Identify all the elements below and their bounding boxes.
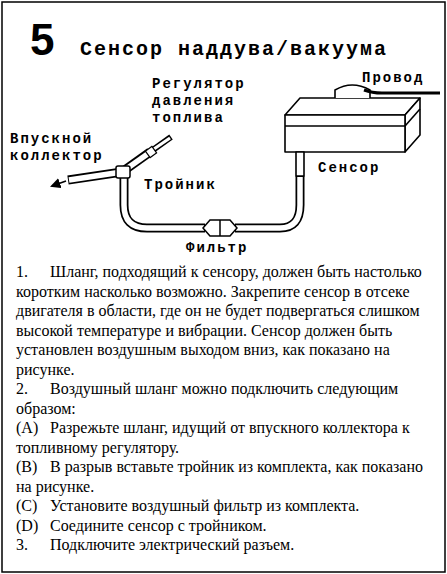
step-text: Подключите электрический разъем. xyxy=(50,536,294,553)
part-label: Провод xyxy=(362,70,424,87)
instruction-item: 1.Шланг, подходящий к сенсору, должен бы… xyxy=(16,262,434,379)
part-label: Регулятор давления топлива xyxy=(152,76,257,127)
step-text: В разрыв вставьте тройник из комплекта, … xyxy=(16,458,423,495)
sensor-body xyxy=(285,85,420,176)
step-text: Разрежьте шланг, идущий от впускного кол… xyxy=(16,419,410,456)
step-text: Воздушный шланг можно подключить следующ… xyxy=(16,380,398,417)
step-number: (D) xyxy=(16,516,50,536)
instruction-item: 2.Воздушный шланг можно подключить следу… xyxy=(16,379,434,418)
tee-fitting xyxy=(116,166,130,178)
instruction-item: (B)В разрыв вставьте тройник из комплект… xyxy=(16,457,434,496)
part-label: Фильтр xyxy=(186,240,248,257)
step-text: Шланг, подходящий к сенсору, должен быть… xyxy=(16,263,422,378)
fuel-regulator-tube-end xyxy=(145,146,156,157)
step-number: (A) xyxy=(16,418,50,438)
wire xyxy=(364,90,440,93)
instruction-item: (A)Разрежьте шланг, идущий от впускного … xyxy=(16,418,434,457)
instruction-item: (C)Установите воздушный фильтр из компле… xyxy=(16,496,434,516)
step-number: (B) xyxy=(16,457,50,477)
intake-arrow xyxy=(52,181,66,186)
step-number: 3. xyxy=(16,535,50,555)
part-label: Сенсор xyxy=(318,160,380,177)
part-label: Тройник xyxy=(144,177,217,194)
step-number: 1. xyxy=(16,262,50,282)
air-filter xyxy=(203,220,237,236)
title: Сенсор наддува/вакуума xyxy=(80,38,388,62)
instructions: 1.Шланг, подходящий к сенсору, должен бы… xyxy=(16,262,434,555)
step-number: 2. xyxy=(16,379,50,399)
instruction-item: 3.Подключите электрический разъем. xyxy=(16,535,434,555)
step-text: Установите воздушный фильтр из комплекта… xyxy=(50,497,359,514)
instruction-item: (D)Соедините сенсор с тройником. xyxy=(16,516,434,536)
section-number: 5 xyxy=(30,16,54,64)
step-number: (C) xyxy=(16,496,50,516)
step-text: Соедините сенсор с тройником. xyxy=(50,517,267,534)
part-label: Впускной коллектор xyxy=(10,131,110,165)
